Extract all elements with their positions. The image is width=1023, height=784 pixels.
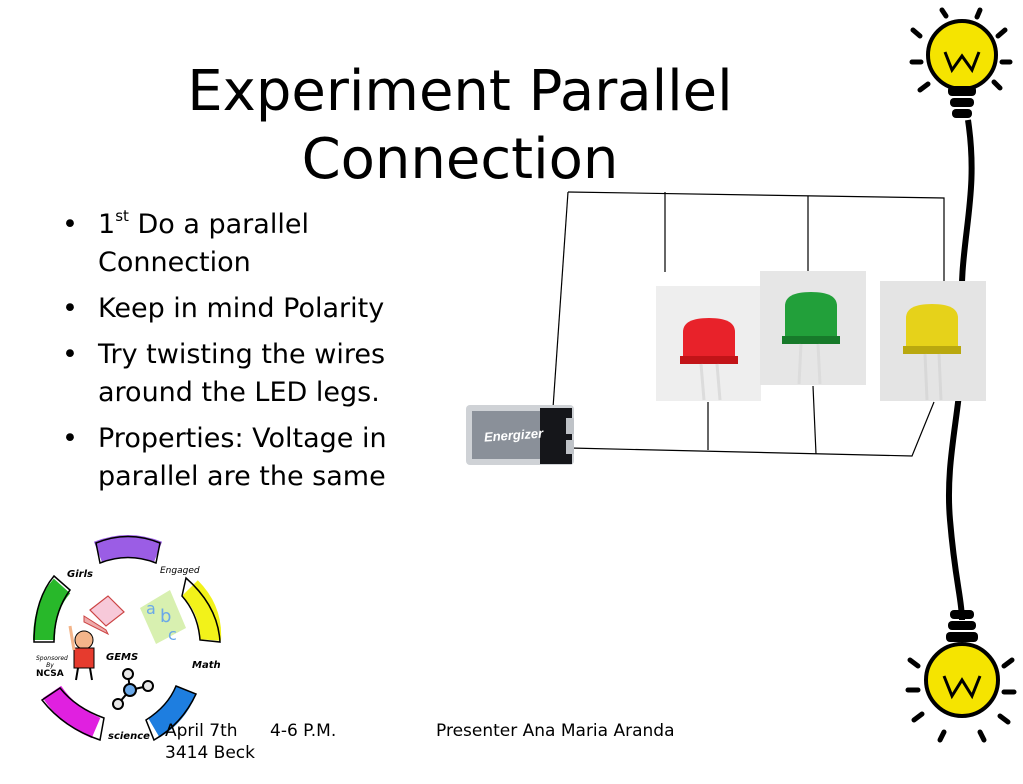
footer-date: April 7th bbox=[165, 721, 238, 741]
circuit-wires bbox=[552, 191, 945, 457]
logo-gems-label: GEMS bbox=[106, 652, 139, 663]
lightbulb-top-icon bbox=[909, 7, 1013, 118]
logo-laptop-icon bbox=[83, 595, 125, 636]
battery-brand: Energizer bbox=[484, 425, 545, 444]
logo-segment-magenta bbox=[42, 685, 101, 739]
footer-presenter: Presenter Ana Maria Aranda bbox=[436, 721, 675, 741]
title-line-2: Connection bbox=[301, 127, 619, 192]
logo-formula-c: c bbox=[168, 625, 177, 644]
led-red-image bbox=[656, 286, 761, 401]
logo-ncsa-label: NCSA bbox=[36, 669, 64, 679]
logo-formula-b: b bbox=[160, 606, 171, 627]
bullet-item-2: • Keep in mind Polarity bbox=[60, 290, 460, 328]
bullet-item-1: • 1st Do a parallel Connection bbox=[60, 206, 460, 282]
logo-segment-blue bbox=[148, 685, 197, 738]
bullet-text: Keep in mind Polarity bbox=[98, 293, 385, 324]
logo-formula-icon: a b c bbox=[140, 590, 186, 644]
bullet-list: • 1st Do a parallel Connection • Keep in… bbox=[60, 206, 460, 504]
bullet-dot: • bbox=[62, 423, 78, 454]
logo-outline bbox=[33, 535, 221, 742]
logo-formula-a: a bbox=[146, 599, 156, 618]
led-yellow-image bbox=[880, 281, 986, 401]
logo-math-label: Math bbox=[192, 660, 221, 671]
logo-girls-label: Girls bbox=[67, 569, 93, 580]
footer-time: 4-6 P.M. bbox=[270, 721, 337, 741]
logo-engaged-label: Engaged bbox=[160, 566, 200, 576]
logo-sponsored-label: Sponsored By bbox=[36, 655, 68, 669]
bullet-ordinal-suffix: st bbox=[115, 207, 129, 225]
logo-segment-purple bbox=[93, 535, 163, 563]
bullet-ordinal: 1 bbox=[98, 209, 116, 240]
slide-title: Experiment Parallel Connection bbox=[150, 58, 770, 194]
bullet-dot: • bbox=[62, 293, 78, 324]
logo-girl-icon bbox=[68, 625, 95, 681]
bullet-text: Do a parallel Connection bbox=[98, 209, 309, 278]
logo-science-label: science bbox=[108, 731, 150, 742]
battery-image bbox=[466, 405, 574, 465]
logo-segment-green bbox=[33, 578, 71, 641]
logo-molecule-icon bbox=[112, 668, 154, 710]
bullet-dot: • bbox=[62, 209, 78, 240]
gems-logo bbox=[33, 535, 222, 739]
lightbulb-bottom-icon bbox=[905, 610, 1017, 743]
footer-location: 3414 Beck bbox=[165, 743, 255, 763]
bullet-item-4: • Properties: Voltage in parallel are th… bbox=[60, 420, 460, 496]
bullet-dot: • bbox=[62, 339, 78, 370]
bullet-text: Try twisting the wires around the LED le… bbox=[98, 339, 386, 408]
logo-segment-yellow bbox=[181, 580, 222, 641]
led-green-image bbox=[760, 271, 866, 385]
bullet-item-3: • Try twisting the wires around the LED … bbox=[60, 336, 460, 412]
title-line-1: Experiment Parallel bbox=[187, 59, 733, 124]
bullet-text: Properties: Voltage in parallel are the … bbox=[98, 423, 387, 492]
